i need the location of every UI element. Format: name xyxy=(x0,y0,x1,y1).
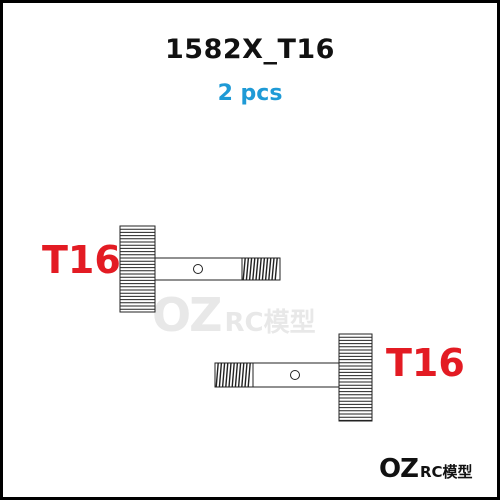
thread-line xyxy=(271,257,275,281)
logo-suffix: RC模型 xyxy=(419,463,473,481)
thread-line xyxy=(268,257,272,281)
thread-line xyxy=(225,362,229,388)
thread-line xyxy=(231,362,235,388)
thread-line xyxy=(234,362,239,388)
shaft-hole xyxy=(290,370,300,380)
thread-line xyxy=(241,362,245,388)
thread-line xyxy=(252,257,256,281)
shaft-body xyxy=(252,362,340,388)
part-label: T16 xyxy=(386,341,465,385)
thread-lines xyxy=(215,362,251,388)
knurled-knob xyxy=(119,225,156,313)
shaft-hole xyxy=(193,264,203,274)
thread-line xyxy=(248,257,253,281)
thread-line xyxy=(215,362,219,388)
thread-line xyxy=(221,362,226,388)
thread-line xyxy=(244,362,248,388)
product-title: 1582X_T16 xyxy=(165,34,335,65)
thread-line xyxy=(264,257,269,281)
thread-line xyxy=(247,362,251,388)
knurl-lines xyxy=(339,336,372,421)
thread-line xyxy=(245,257,250,281)
part-label: T16 xyxy=(42,238,121,282)
thread-line xyxy=(258,257,262,281)
knurl-lines xyxy=(120,228,155,310)
watermark-brand: OZ xyxy=(152,288,222,342)
shaft-part-upper xyxy=(119,225,281,313)
knurled-knob xyxy=(338,333,373,422)
thread-lines xyxy=(242,257,278,281)
thread-line xyxy=(228,362,232,388)
shaft-body xyxy=(154,257,243,281)
thread-line xyxy=(261,257,266,281)
thread-line xyxy=(274,257,278,281)
thread-line xyxy=(237,362,242,388)
thread-line xyxy=(255,257,259,281)
quantity-text: 2 pcs xyxy=(217,81,283,106)
shaft-part-lower xyxy=(214,333,373,422)
thread-line xyxy=(218,362,223,388)
watermark-suffix: RC模型 xyxy=(224,308,316,338)
logo-brand: OZ xyxy=(379,454,419,484)
thread-line xyxy=(242,257,246,281)
